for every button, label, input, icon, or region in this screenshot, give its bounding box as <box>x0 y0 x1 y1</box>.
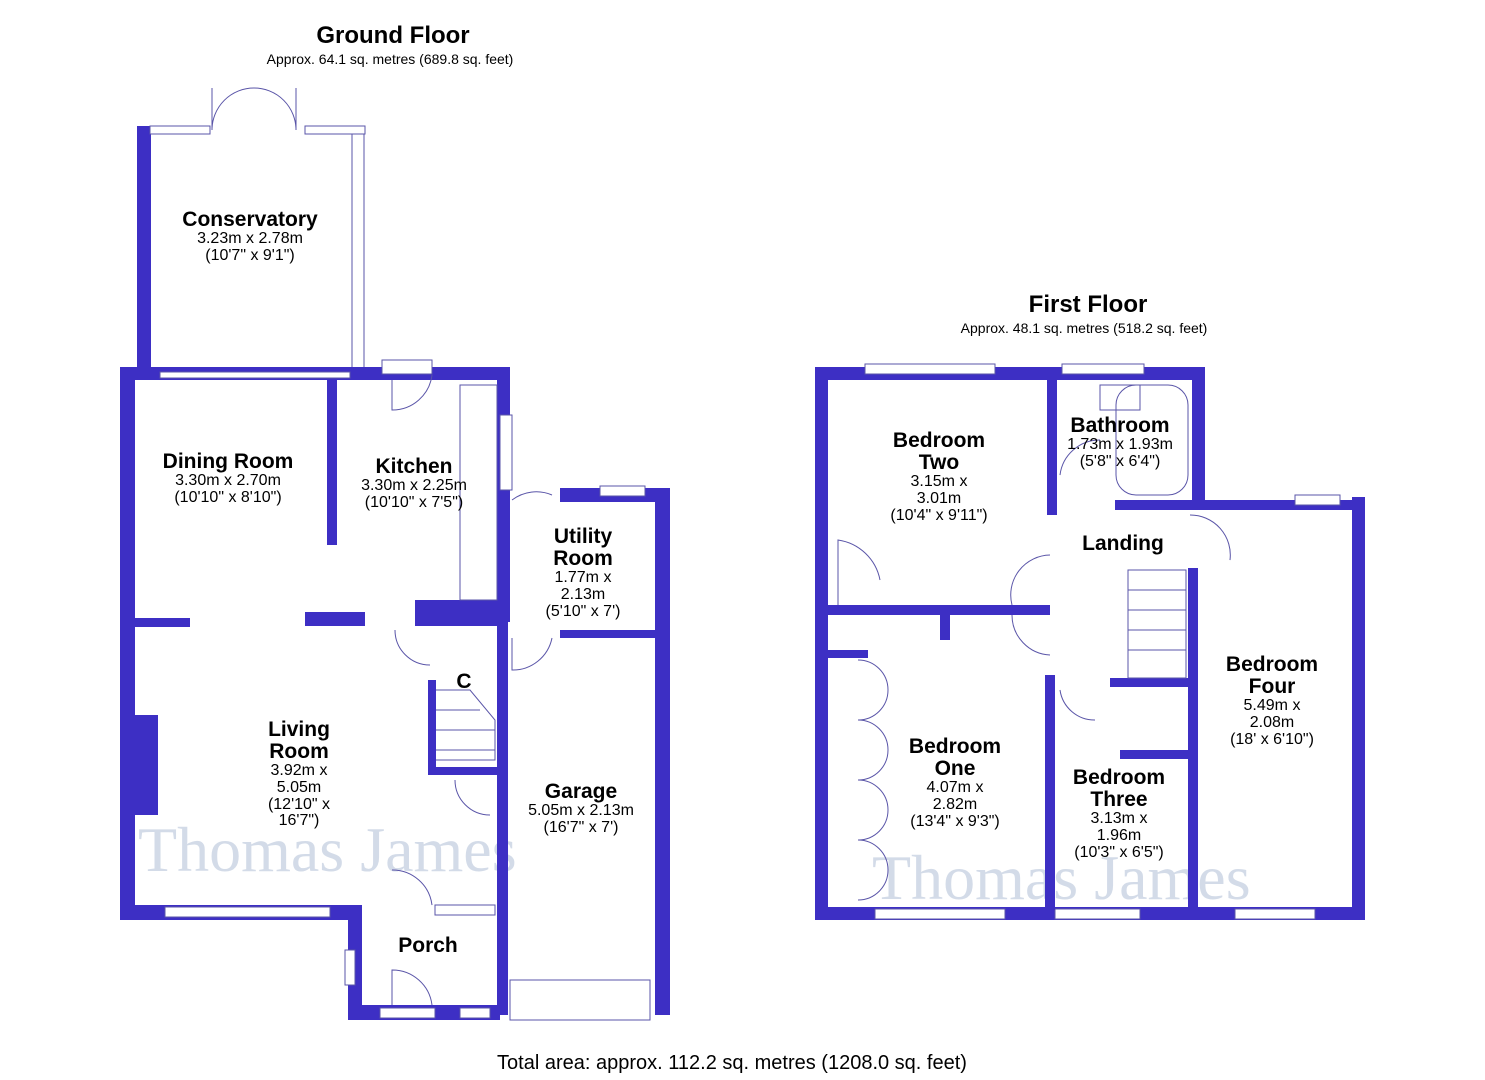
room-metric: 3.30m x 2.70m <box>175 472 281 490</box>
ground-floor-walls <box>120 87 670 1021</box>
room-dining: Dining Room 3.30m x 2.70m (10'10" x 8'10… <box>158 450 298 507</box>
room-metric: 4.07m x 2.82m <box>926 779 984 813</box>
room-metric: 3.23m x 2.78m <box>197 230 303 248</box>
room-living: Living Room 3.92m x 5.05m (12'10" x 16'7… <box>249 718 349 830</box>
room-metric: 3.15m x 3.01m <box>910 473 968 507</box>
room-bathroom: Bathroom 1.73m x 1.93m (5'8" x 6'4") <box>1067 414 1173 471</box>
room-metric: 3.92m x 5.05m <box>270 762 328 796</box>
room-imperial: (16'7" x 7') <box>543 818 619 836</box>
room-imperial: (18' x 6'10") <box>1230 730 1314 748</box>
room-bedroom-two: Bedroom Two 3.15m x 3.01m (10'4" x 9'11"… <box>889 429 989 524</box>
room-bedroom-three: Bedroom Three 3.13m x 1.96m (10'3" x 6'5… <box>1069 766 1169 861</box>
room-imperial: (10'3" x 6'5") <box>1074 843 1164 861</box>
room-imperial: (10'7" x 9'1") <box>205 246 295 264</box>
room-bedroom-four: Bedroom Four 5.49m x 2.08m (18' x 6'10") <box>1222 653 1322 748</box>
room-metric: 3.30m x 2.25m <box>361 477 467 495</box>
room-bedroom-one: Bedroom One 4.07m x 2.82m (13'4" x 9'3") <box>905 735 1005 830</box>
room-metric: 1.73m x 1.93m <box>1067 436 1173 454</box>
room-imperial: (5'10" x 7') <box>545 602 621 620</box>
ground-floor-area: Approx. 64.1 sq. metres (689.8 sq. feet) <box>266 51 514 67</box>
room-name: Bedroom Two <box>892 429 986 475</box>
room-metric: 5.05m x 2.13m <box>528 802 634 820</box>
total-area: Total area: approx. 112.2 sq. metres (12… <box>497 1052 967 1074</box>
first-floor-walls <box>815 363 1365 920</box>
room-imperial: (12'10" x 16'7") <box>267 795 331 830</box>
room-name: Garage <box>544 780 618 803</box>
room-imperial: (5'8" x 6'4") <box>1079 452 1161 470</box>
room-cupboard: C <box>456 670 472 693</box>
room-name: Bedroom One <box>908 735 1002 781</box>
room-imperial: (10'10" x 8'10") <box>174 488 282 506</box>
room-landing: Landing <box>1082 532 1164 555</box>
first-floor-area: Approx. 48.1 sq. metres (518.2 sq. feet) <box>960 320 1208 336</box>
room-kitchen: Kitchen 3.30m x 2.25m (10'10" x 7'5") <box>361 455 467 512</box>
first-floor-title: First Floor <box>1028 291 1148 318</box>
watermark: Thomas James <box>872 842 1251 913</box>
ground-floor-title: Ground Floor <box>316 22 470 49</box>
room-conservatory: Conservatory 3.23m x 2.78m (10'7" x 9'1"… <box>182 208 318 265</box>
room-utility: Utility Room 1.77m x 2.13m (5'10" x 7') <box>533 525 633 620</box>
room-name: Bathroom <box>1070 414 1170 437</box>
room-imperial: (13'4" x 9'3") <box>910 812 1000 830</box>
room-name: Kitchen <box>375 455 453 478</box>
room-name: Dining Room <box>162 450 294 473</box>
room-name: Utility Room <box>553 525 613 571</box>
room-name: Bedroom Three <box>1072 766 1166 812</box>
room-name: Bedroom Four <box>1225 653 1319 699</box>
room-garage: Garage 5.05m x 2.13m (16'7" x 7') <box>528 780 634 837</box>
room-imperial: (10'10" x 7'5") <box>364 493 464 511</box>
room-metric: 3.13m x 1.96m <box>1090 810 1148 844</box>
room-imperial: (10'4" x 9'11") <box>890 506 988 524</box>
room-metric: 1.77m x 2.13m <box>554 569 612 603</box>
room-metric: 5.49m x 2.08m <box>1243 697 1301 731</box>
room-porch: Porch <box>398 934 458 957</box>
room-name: Conservatory <box>182 208 318 231</box>
room-name: Living Room <box>268 718 330 764</box>
watermark: Thomas James <box>138 814 517 885</box>
